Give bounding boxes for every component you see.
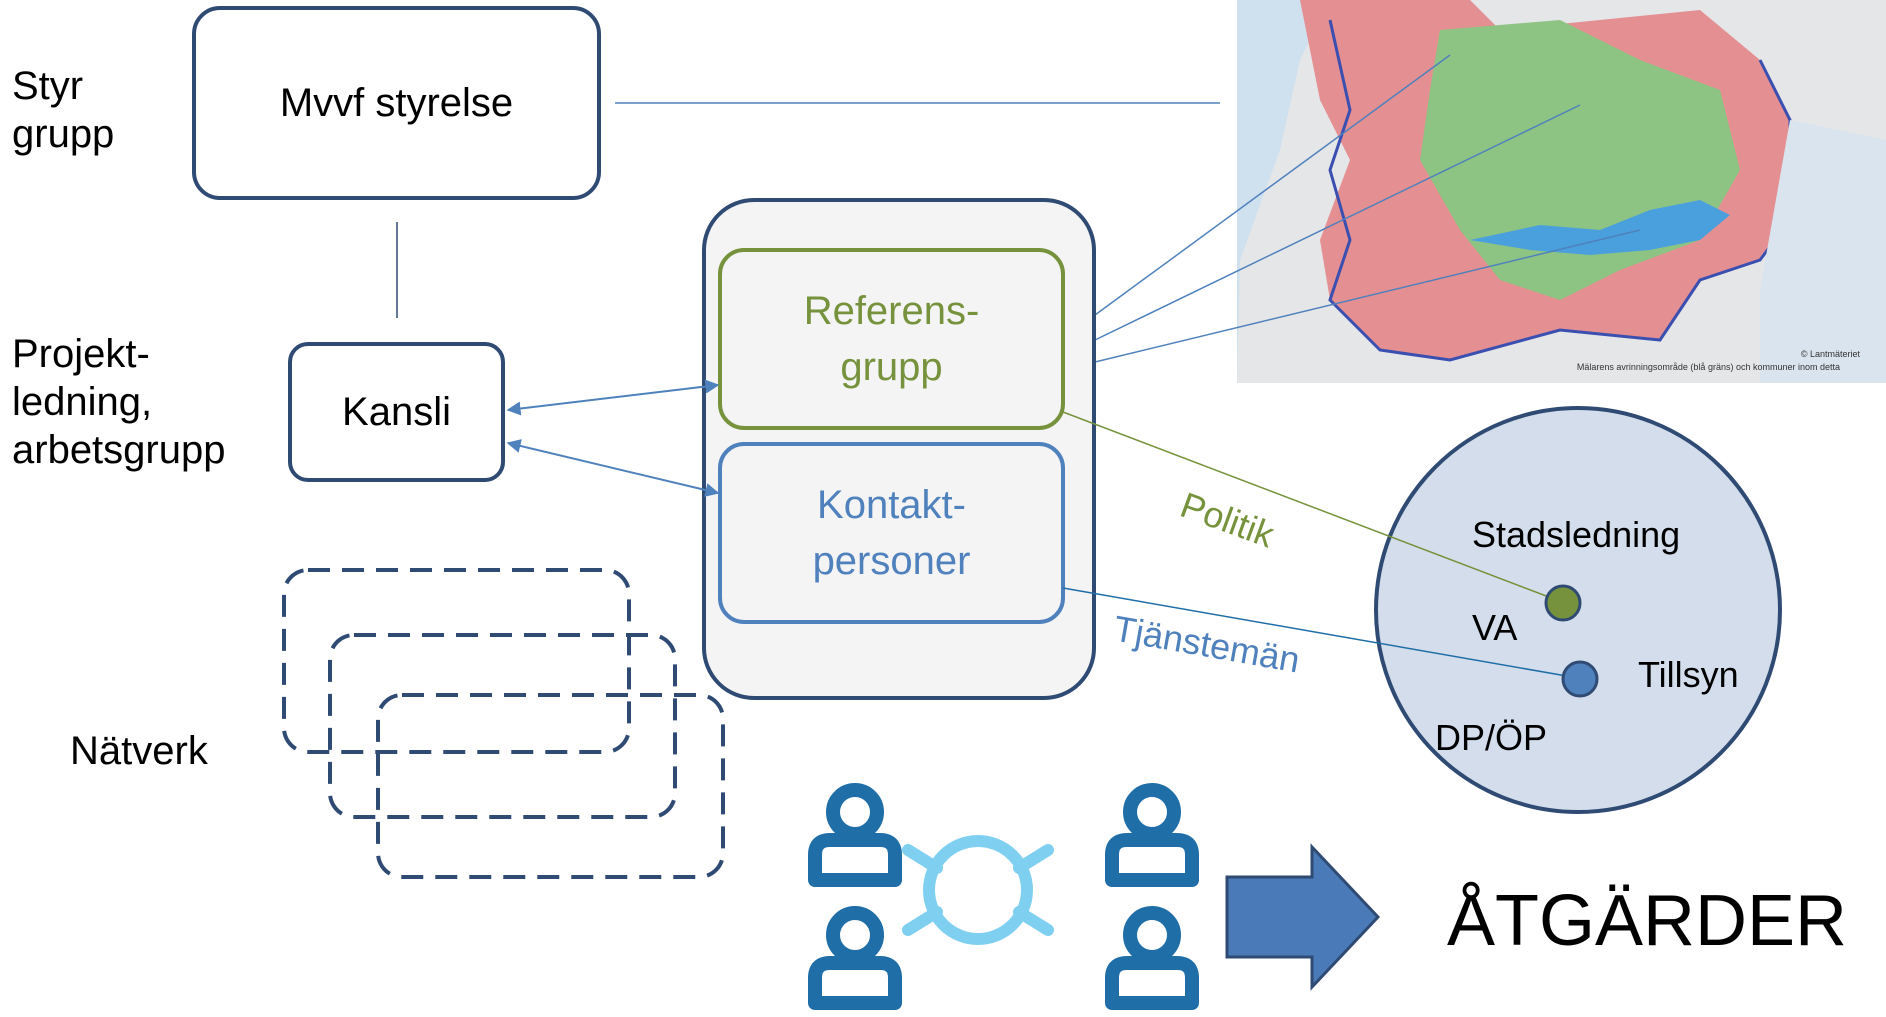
- people-network-icon: [808, 783, 1199, 1010]
- map-credit: © Lantmäteriet: [1801, 349, 1861, 359]
- kansli-box: [288, 342, 505, 482]
- map-lake: [1470, 200, 1730, 255]
- kontaktpersoner-box: [718, 442, 1065, 624]
- kontaktpersoner-text: Kontakt- personer: [720, 444, 1063, 622]
- kansli-referens-arrow: [506, 379, 720, 416]
- map-caption: Mälarens avrinningsområde (blå gräns) oc…: [1577, 362, 1840, 372]
- kansli-kontakt-arrow: [506, 439, 720, 497]
- outcome-arrow: [1225, 843, 1381, 991]
- politik-line: [1062, 411, 1563, 603]
- tjansteman-label: Tjänstemän: [1111, 608, 1303, 681]
- dpop-label: DP/ÖP: [1435, 717, 1547, 758]
- politik-label: Politik: [1175, 484, 1280, 556]
- map-line-3: [1094, 229, 1641, 363]
- tjansteman-line: [1062, 587, 1579, 679]
- referensgrupp-box: [718, 248, 1065, 430]
- map-image: © Lantmäteriet Mälarens avrinningsområde…: [1237, 0, 1886, 383]
- natverk-label: Nätverk: [70, 729, 208, 773]
- referensgrupp-label: Referens- grupp: [803, 289, 980, 389]
- network-box-3: [376, 693, 725, 879]
- network-box-2: [328, 633, 677, 819]
- kansli-text: Kansli: [290, 344, 503, 480]
- referensgrupp-text: Referens- grupp: [720, 250, 1063, 428]
- kontaktpersoner-label: Kontakt- personer: [812, 483, 971, 583]
- projektledning-label: Projekt- ledning, arbetsgrupp: [12, 332, 226, 472]
- map-line-1: [1094, 54, 1451, 316]
- styrgrupp-label: Styr grupp: [12, 64, 115, 156]
- va-label: VA: [1472, 607, 1517, 648]
- kansli-label: Kansli: [342, 389, 451, 434]
- network-box-1: [282, 568, 631, 754]
- styrelse-label: Mvvf styrelse: [279, 80, 514, 125]
- stadsledning-label: Stadsledning: [1472, 514, 1680, 555]
- tjansteman-dot: [1561, 660, 1599, 698]
- tillsyn-label: Tillsyn: [1638, 654, 1739, 695]
- styrelse-box: [192, 6, 601, 200]
- styrelse-text: Mvvf styrelse: [194, 8, 599, 198]
- politik-dot: [1544, 584, 1582, 622]
- atgarder-label: ÅTGÄRDER: [1447, 881, 1847, 961]
- map-line-2: [1094, 104, 1581, 341]
